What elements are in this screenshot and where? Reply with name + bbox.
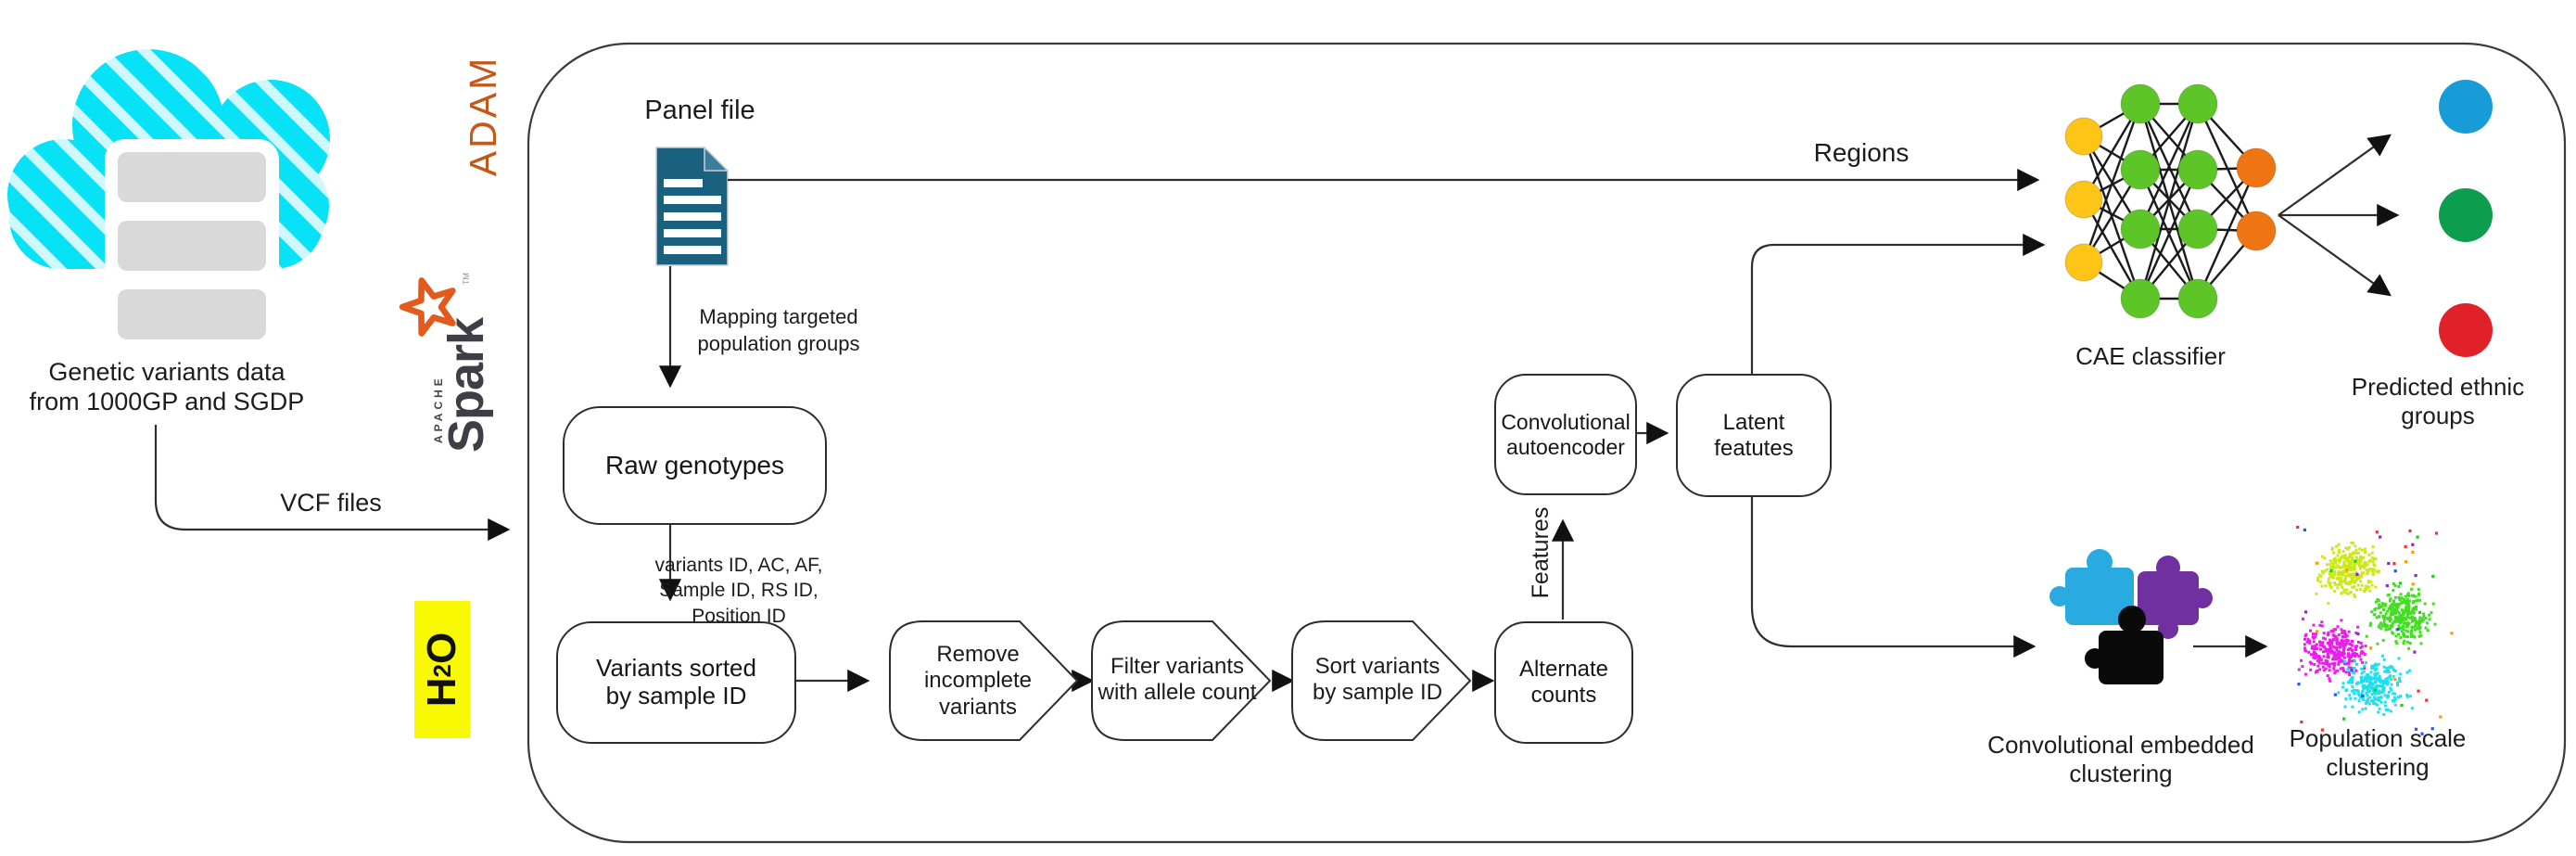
predicted-ethnic-circles (2439, 80, 2493, 357)
predicted-circle-red (2439, 303, 2493, 357)
remove-incomplete-label: Remove incomplete variants (923, 642, 1033, 720)
sort-variants-label: Sort variants by sample ID (1312, 654, 1443, 706)
arrow-cae-to-blue (2278, 134, 2392, 216)
predicted-circle-blue (2439, 80, 2493, 134)
mapping-targeted-label: Mapping targeted population groups (697, 305, 860, 355)
puzzle-piece-purple (2138, 556, 2213, 639)
regions-label: Regions (1813, 138, 1910, 167)
database-stack-icon (105, 139, 279, 349)
connector-arrows (154, 134, 2400, 693)
features-label: Features (1528, 506, 1554, 599)
spark-name-text: Spark (438, 317, 494, 453)
arrow-vcf (154, 425, 511, 542)
conv-autoencoder-box: Convolutional autoencoder (1494, 374, 1637, 495)
spark-tm-text: TM (462, 273, 471, 285)
population-scale-clustering-label: Population scale clustering (2289, 724, 2467, 782)
predicted-circle-green (2439, 188, 2493, 242)
latent-features-box: Latent featutes (1676, 374, 1832, 497)
filter-variants-label: Filter variants with allele count (1098, 654, 1257, 706)
adam-logo: ADAM (462, 55, 504, 177)
apache-spark-logo: APACHE Spark TM (399, 273, 508, 454)
puzzle-piece-black (2085, 606, 2164, 684)
alternate-counts-box: Alternate counts (1494, 621, 1633, 744)
h2o-h: H (419, 677, 464, 708)
cae-classifier-label: CAE classifier (2075, 342, 2226, 370)
process-shape-remove-incomplete (889, 620, 1079, 741)
h2o-o: O (419, 632, 464, 664)
variants-sorted-box: Variants sorted by sample ID (556, 621, 796, 744)
variant-fields-label: variants ID, AC, AF, Sample ID, RS ID, P… (654, 555, 823, 627)
arrow-cae-to-red (2278, 214, 2392, 297)
predicted-ethnic-groups-label: Predicted ethnic groups (2351, 373, 2525, 430)
puzzle-piece-cyan (2049, 549, 2134, 625)
arrow-latent-to-cae (1750, 233, 2046, 374)
generated-graphics (2064, 83, 2454, 735)
arrow-latent-to-clustering (1750, 493, 2037, 658)
puzzle-icon (2049, 549, 2213, 684)
cloud-caption: Genetic variants data from 1000GP and SG… (29, 358, 305, 415)
process-shape-sort-variants (1291, 620, 1472, 741)
process-shape-filter-variants (1091, 620, 1272, 741)
conv-embedded-clustering-label: Convolutional embedded clustering (1987, 731, 2254, 788)
raw-genotypes-box: Raw genotypes (563, 406, 827, 525)
pointed-process-shapes (889, 620, 1472, 741)
vcf-files-label: VCF files (280, 489, 382, 517)
document-icon (655, 146, 730, 266)
panel-file-label: Panel file (644, 96, 755, 125)
spark-star-icon (399, 277, 456, 337)
